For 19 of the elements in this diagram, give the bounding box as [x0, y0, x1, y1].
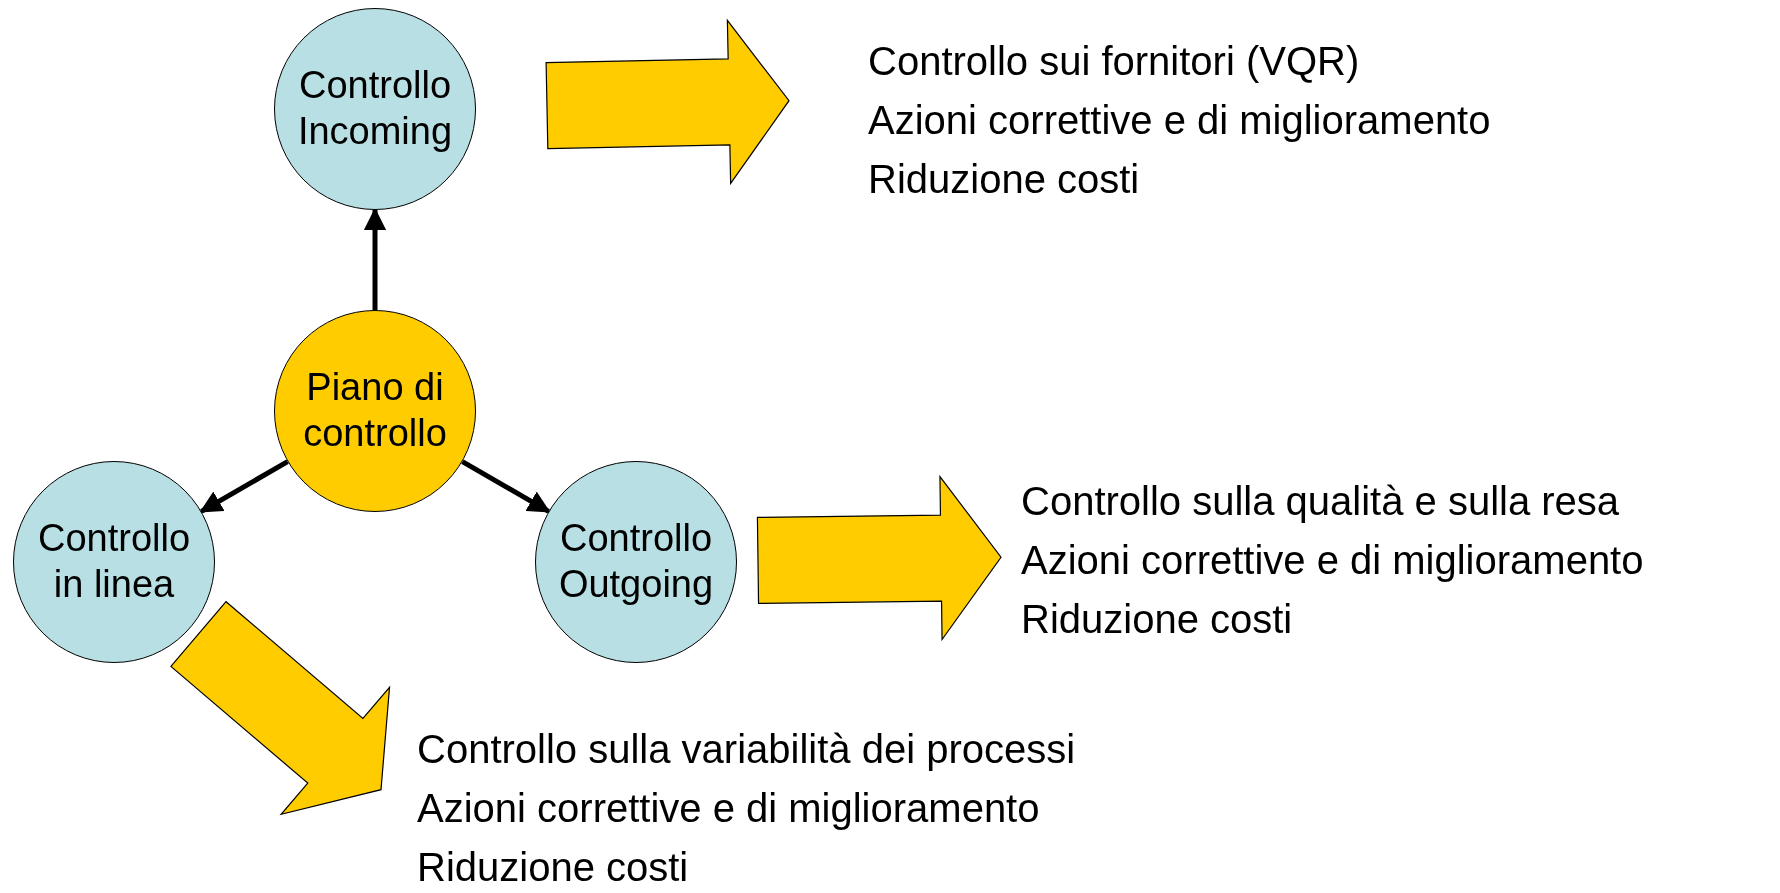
- arrow: [199, 459, 289, 514]
- arrow: [461, 459, 551, 514]
- block-arrow: [756, 474, 1002, 642]
- node-label: Controllo Incoming: [296, 63, 454, 154]
- outcome-text: Riduzione costi: [417, 844, 690, 891]
- outcome-text: Azioni correttive e di miglioramento: [868, 97, 1491, 144]
- outcome-text: Riduzione costi: [868, 156, 1141, 203]
- block-arrow: [170, 600, 391, 816]
- outcome-text: Controllo sulla qualità e sulla resa: [1021, 478, 1621, 525]
- outcome-text: Azioni correttive e di miglioramento: [1021, 537, 1644, 584]
- block-arrow: [545, 18, 790, 186]
- outcome-text: Azioni correttive e di miglioramento: [417, 785, 1041, 832]
- arrow: [363, 207, 387, 310]
- outcome-text: Controllo sui fornitori (VQR): [868, 38, 1361, 85]
- node-label: Controllo in linea: [36, 516, 192, 607]
- outcome-text: Controllo sulla variabilità dei processi: [417, 726, 1076, 773]
- node-label: Piano di controllo: [302, 365, 448, 456]
- node-label: Controllo Outgoing: [557, 516, 715, 607]
- outcome-text: Riduzione costi: [1021, 596, 1294, 643]
